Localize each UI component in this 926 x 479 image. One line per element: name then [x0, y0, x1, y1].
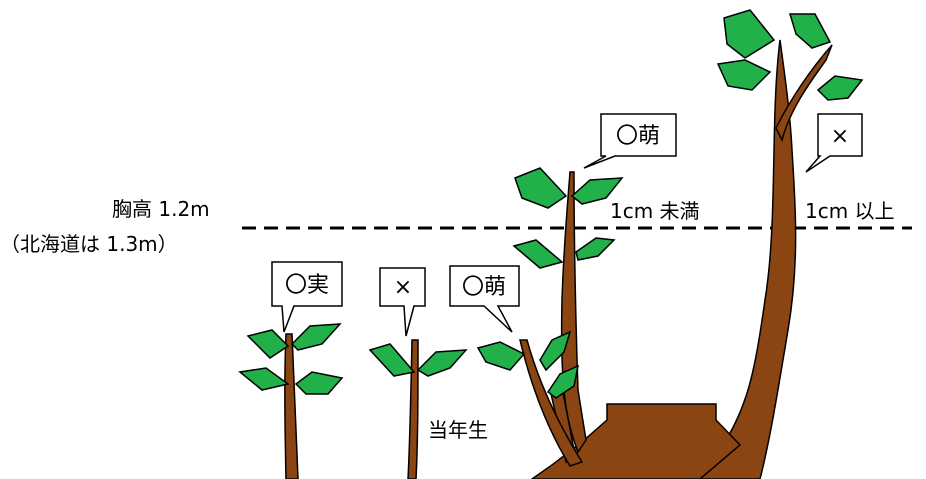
current-year-seedling-leaf: [368, 343, 416, 377]
current-year-label: 当年生: [428, 418, 488, 442]
fruit-seedling-leaf: [290, 323, 342, 351]
large-tree-branch: [775, 44, 833, 143]
callout-fruit-text: 〇実: [285, 273, 329, 298]
tall-sprout-leaf: [514, 167, 568, 209]
tall-sprout-leaf: [546, 364, 580, 399]
short-sprout-leaf: [476, 341, 526, 371]
callout-cross-small-bubble: [379, 267, 426, 337]
large-tree-leaf: [816, 75, 864, 101]
under-1cm-label: 1cm 未満: [610, 199, 700, 223]
short-sprout-trunk: [519, 339, 584, 467]
fruit-seedling-leaf: [246, 329, 290, 359]
fruit-seedling-trunk: [284, 333, 299, 479]
tall-sprout-leaf: [539, 330, 572, 372]
tall-sprout: [512, 167, 624, 463]
tall-sprout-leaf: [575, 237, 616, 261]
callout-sprout-high-text: 〇萌: [616, 124, 660, 149]
fruit-seedling: [238, 323, 344, 479]
short-sprout: [476, 339, 584, 467]
fruit-seedling-leaf: [238, 367, 290, 391]
callout-cross-big-bubble: [805, 113, 863, 173]
large-tree: [530, 9, 864, 479]
large-tree-trunk: [688, 39, 797, 479]
hokkaido-note-label: （北海道は 1.3m）: [0, 232, 178, 256]
large-tree-leaf: [723, 9, 776, 59]
large-tree-leaf: [716, 59, 772, 91]
callout-sprout-low-text: 〇萌: [462, 275, 506, 300]
current-year-seedling-trunk: [407, 339, 419, 479]
tall-sprout-leaf: [570, 177, 624, 205]
current-year-seedling: [368, 339, 468, 479]
callout-cross-small-text: ×: [394, 275, 412, 300]
current-year-seedling-leaf: [416, 349, 468, 377]
breast-height-label: 胸高 1.2m: [112, 197, 210, 221]
fruit-seedling-leaf: [294, 371, 344, 395]
callout-sprout-low-bubble: [449, 265, 520, 333]
callout-fruit-bubble: [271, 261, 343, 333]
callout-cross-big-text: ×: [831, 124, 849, 149]
large-tree-leaf: [788, 13, 832, 49]
stump: [530, 403, 742, 479]
callout-sprout-high-bubble: [583, 113, 677, 169]
over-1cm-label: 1cm 以上: [805, 199, 895, 223]
tall-sprout-leaf: [512, 239, 564, 269]
